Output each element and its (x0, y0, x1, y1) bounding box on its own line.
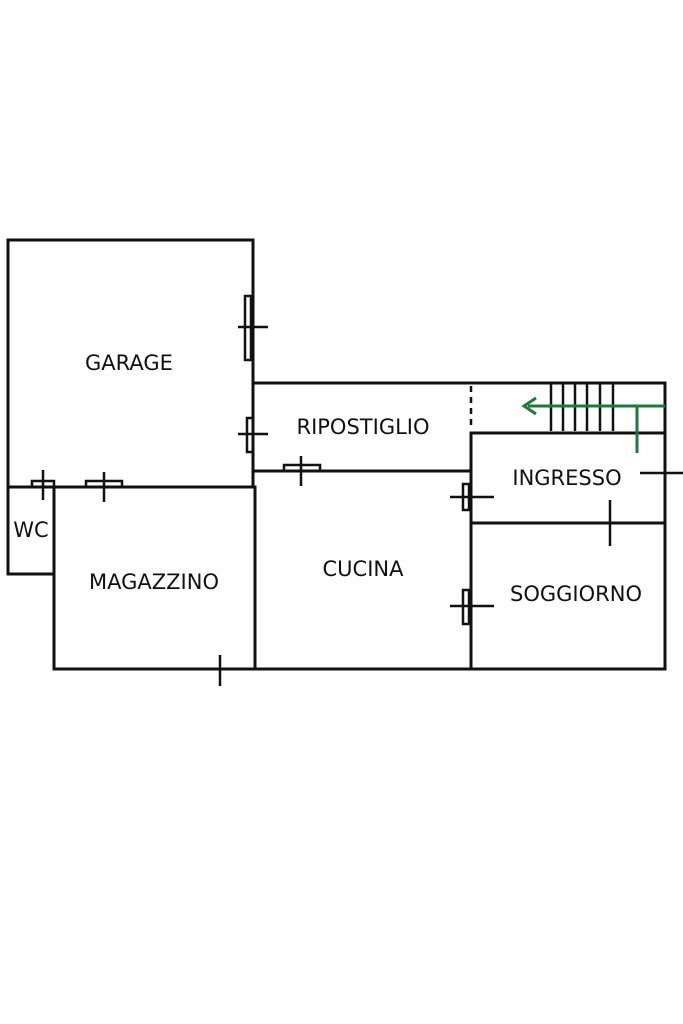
entrance-arrow-icon (521, 396, 665, 453)
room-label-cucina: CUCINA (323, 557, 405, 581)
door-cucina-soggiorno (450, 588, 494, 626)
room-label-wc: WC (13, 518, 48, 542)
room-labels: GARAGE RIPOSTIGLIO INGRESSO WC MAGAZZINO… (13, 351, 642, 606)
door-garage-east-upper (238, 294, 268, 362)
room-label-ingresso: INGRESSO (512, 466, 621, 490)
walls (6, 238, 667, 671)
room-label-garage: GARAGE (85, 351, 173, 375)
doors (30, 294, 683, 686)
room-label-soggiorno: SOGGIORNO (510, 582, 642, 606)
door-garage-ripostiglio (238, 416, 268, 454)
door-garage-wc (30, 470, 56, 500)
room-label-magazzino: MAGAZZINO (89, 570, 219, 594)
door-ripostiglio-cucina (282, 456, 322, 486)
room-label-ripostiglio: RIPOSTIGLIO (296, 415, 429, 439)
door-garage-magazzino (84, 472, 124, 502)
door-cucina-ingresso (450, 482, 494, 512)
